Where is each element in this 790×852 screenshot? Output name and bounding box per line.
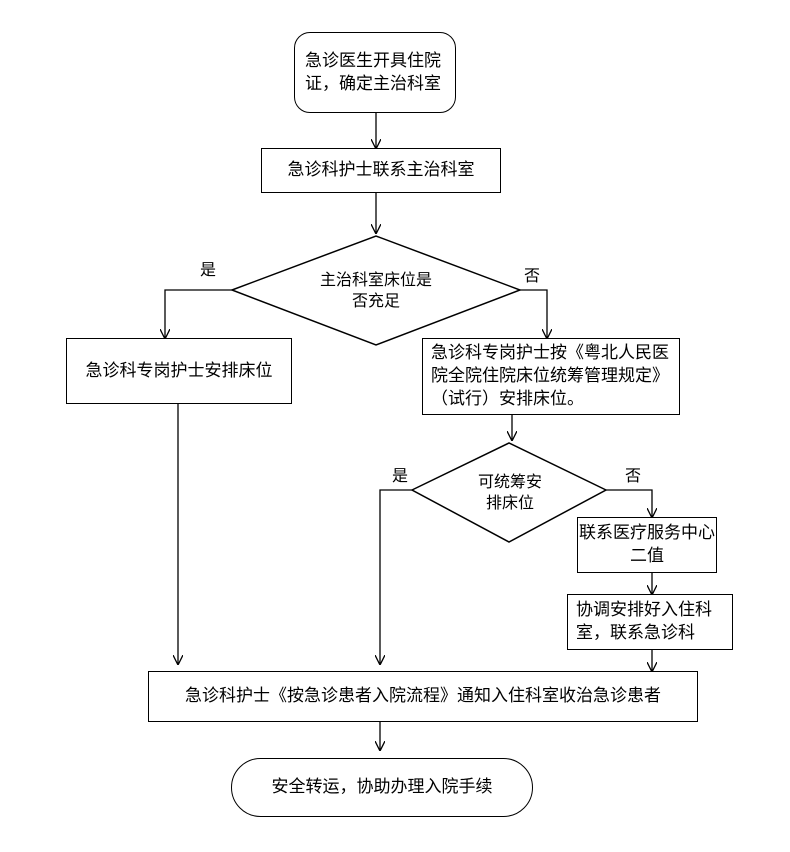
arrow-decision1-yes bbox=[165, 289, 232, 338]
decision2-text: 可统筹安排床位 bbox=[477, 472, 542, 512]
coordinate-node: 协调安排好入住科室，联系急诊科 bbox=[567, 594, 733, 650]
arrange-bed-node: 急诊科专岗护士安排床位 bbox=[66, 338, 292, 404]
decision1-no-label: 否 bbox=[524, 266, 541, 285]
start-node: 急诊医生开具住院证，确定主治科室 bbox=[294, 32, 456, 113]
contact-text: 急诊科护士联系主治科室 bbox=[287, 160, 475, 180]
arrow-decision2-yes bbox=[380, 489, 412, 664]
decision2-no-label: 否 bbox=[625, 466, 642, 485]
coordinate-text: 协调安排好入住科室，联系急诊科 bbox=[576, 600, 712, 643]
start-text: 急诊医生开具住院证，确定主治科室 bbox=[305, 50, 441, 94]
notify-node: 急诊科护士《按急诊患者入院流程》通知入住科室收治急诊患者 bbox=[148, 671, 698, 722]
medical-center-text: 联系医疗服务中心二值 bbox=[579, 523, 715, 566]
decision1-text: 主治科室床位是否充足 bbox=[319, 270, 432, 310]
medical-center-node: 联系医疗服务中心二值 bbox=[577, 517, 717, 573]
decision1-diamond bbox=[229, 235, 523, 346]
arrange-rule-node: 急诊科专岗护士按《粤北人民医院全院住院床位统筹管理规定》（试行）安排床位。 bbox=[422, 338, 680, 415]
arrow-decision1-no bbox=[520, 289, 547, 338]
contact-node: 急诊科护士联系主治科室 bbox=[261, 148, 501, 193]
arrange-rule-text: 急诊科专岗护士按《粤北人民医院全院住院床位统筹管理规定》（试行）安排床位。 bbox=[431, 343, 669, 409]
notify-text: 急诊科护士《按急诊患者入院流程》通知入住科室收治急诊患者 bbox=[185, 686, 661, 706]
arrow-decision2-no bbox=[606, 489, 652, 517]
end-node: 安全转运，协助办理入院手续 bbox=[231, 758, 533, 817]
arrange-bed-text: 急诊科专岗护士安排床位 bbox=[85, 360, 273, 381]
decision2-diamond bbox=[410, 442, 608, 543]
decision1-yes-label: 是 bbox=[200, 260, 217, 279]
end-text: 安全转运，协助办理入院手续 bbox=[271, 777, 493, 797]
decision2-yes-label: 是 bbox=[392, 466, 409, 485]
